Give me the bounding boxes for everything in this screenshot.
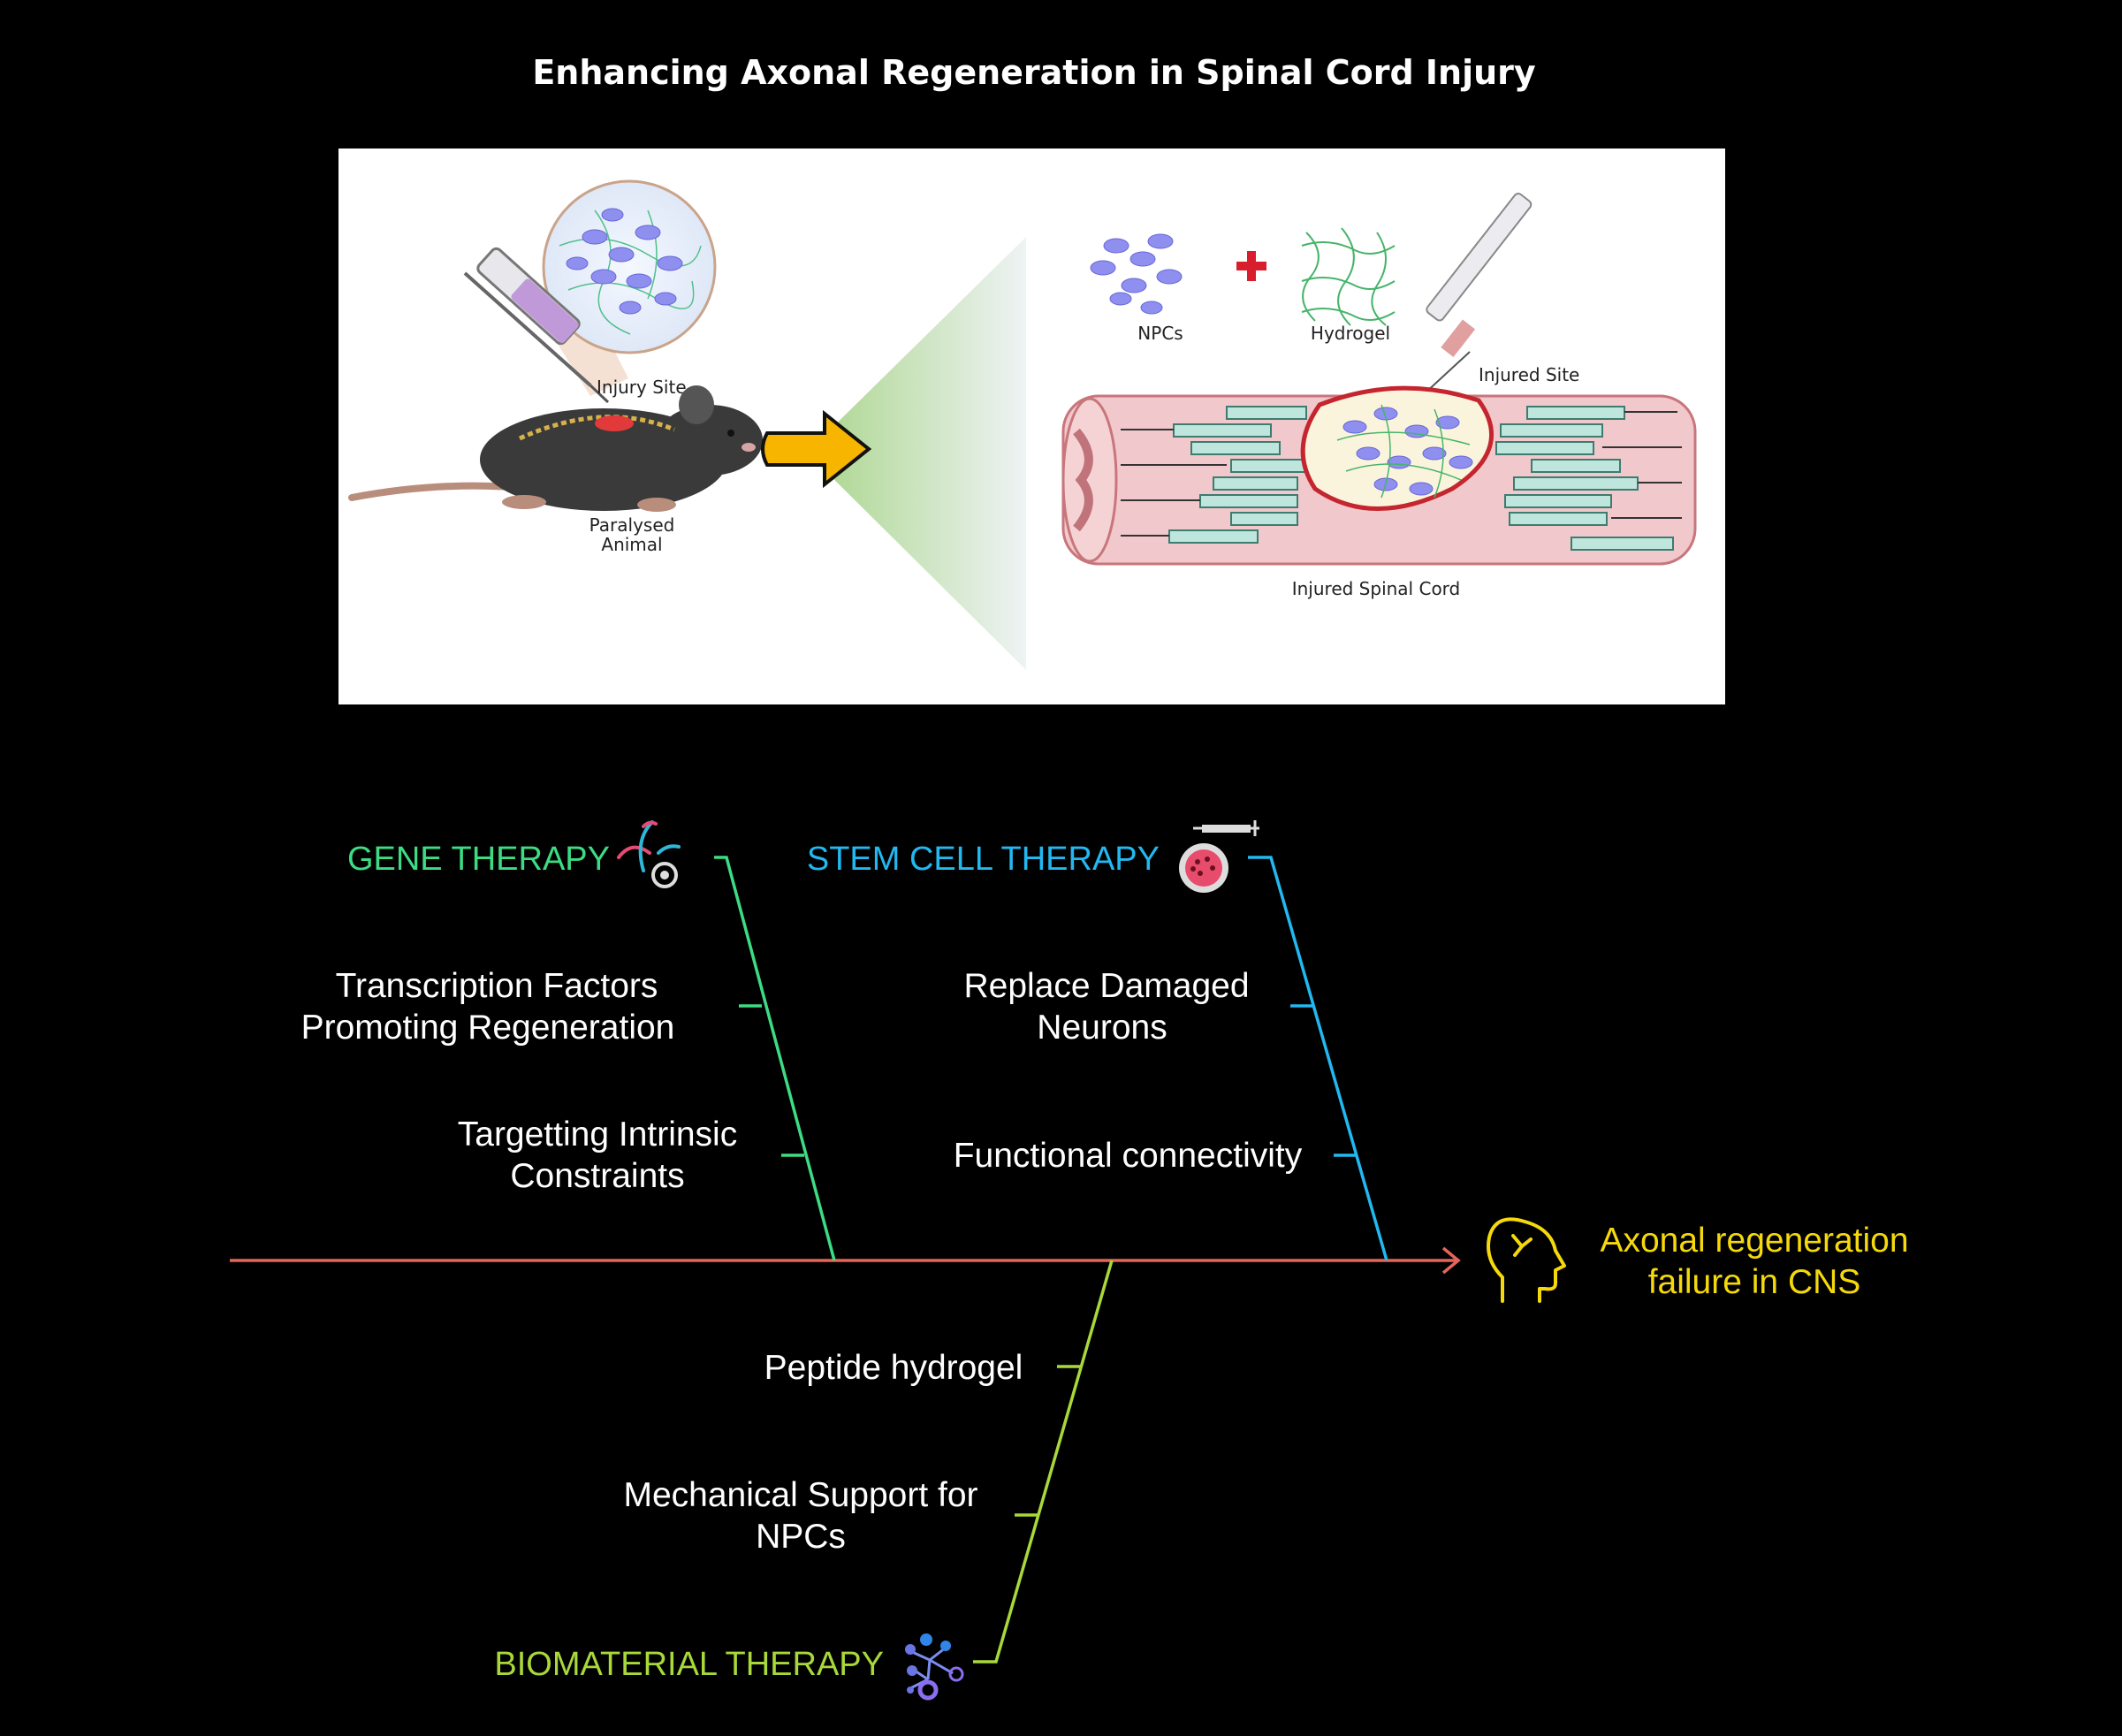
npcs-cluster [1090,233,1183,315]
effect-label-line2: failure in CNS [1648,1263,1861,1301]
biomaterial-therapy-label: BIOMATERIAL THERAPY [494,1646,884,1683]
cause-gene-1-line2: Promoting Regeneration [301,1009,675,1047]
effect-label-line1: Axonal regeneration [1600,1222,1908,1260]
spine-arrowhead [1441,1246,1461,1275]
gene-therapy-label: GENE THERAPY [347,841,610,878]
page-title: Enhancing Axonal Regeneration in Spinal … [532,53,1536,92]
head-icon [1487,1217,1566,1303]
cause-gene-2-line1: Targetting Intrinsic [458,1115,737,1154]
cause-bio-2-line1: Mechanical Support for [623,1476,977,1514]
plus-icon [1236,251,1266,281]
paralysed-label-line2: Animal [601,534,662,555]
zoom-beam [807,237,1026,670]
stem-cell-therapy-bone [1248,856,1388,1261]
injured-site-label: Injured Site [1479,364,1579,385]
gene-therapy-bone [714,856,836,1261]
spinal-cord-illustration [1061,385,1697,566]
cause-stem-2: Functional connectivity [954,1137,1303,1175]
inset-cells-circle [537,179,717,396]
injury-site-label: Injury Site [597,377,687,398]
left-syringe [463,247,610,404]
injured-spinal-cord-label: Injured Spinal Cord [1292,578,1461,599]
right-syringe [1423,193,1533,395]
npcs-label: NPCs [1137,323,1183,344]
stem-cell-therapy-label: STEM CELL THERAPY [807,841,1160,878]
petri-dish-syringe-icon [1179,820,1259,893]
illustration-panel: Injury Site Paralysed Animal NPCs Hydrog… [338,148,1725,704]
cause-stem-1-line1: Replace Damaged [963,967,1249,1005]
hydrogel-label: Hydrogel [1311,323,1390,344]
paralysed-label-line1: Paralysed [589,514,675,536]
molecule-network-icon [905,1633,964,1701]
cause-bio-1: Peptide hydrogel [764,1349,1023,1387]
biomaterial-therapy-bone [973,1260,1114,1664]
hydrogel-mesh [1301,227,1396,326]
mouse-illustration [348,385,763,512]
yellow-arrow-icon [761,409,872,489]
dna-gear-icon [617,820,681,888]
cause-gene-2-line2: Constraints [510,1157,684,1195]
cause-bio-2-line2: NPCs [756,1518,846,1556]
cause-gene-1-line1: Transcription Factors [336,967,658,1005]
cause-stem-1-line2: Neurons [1037,1009,1167,1047]
